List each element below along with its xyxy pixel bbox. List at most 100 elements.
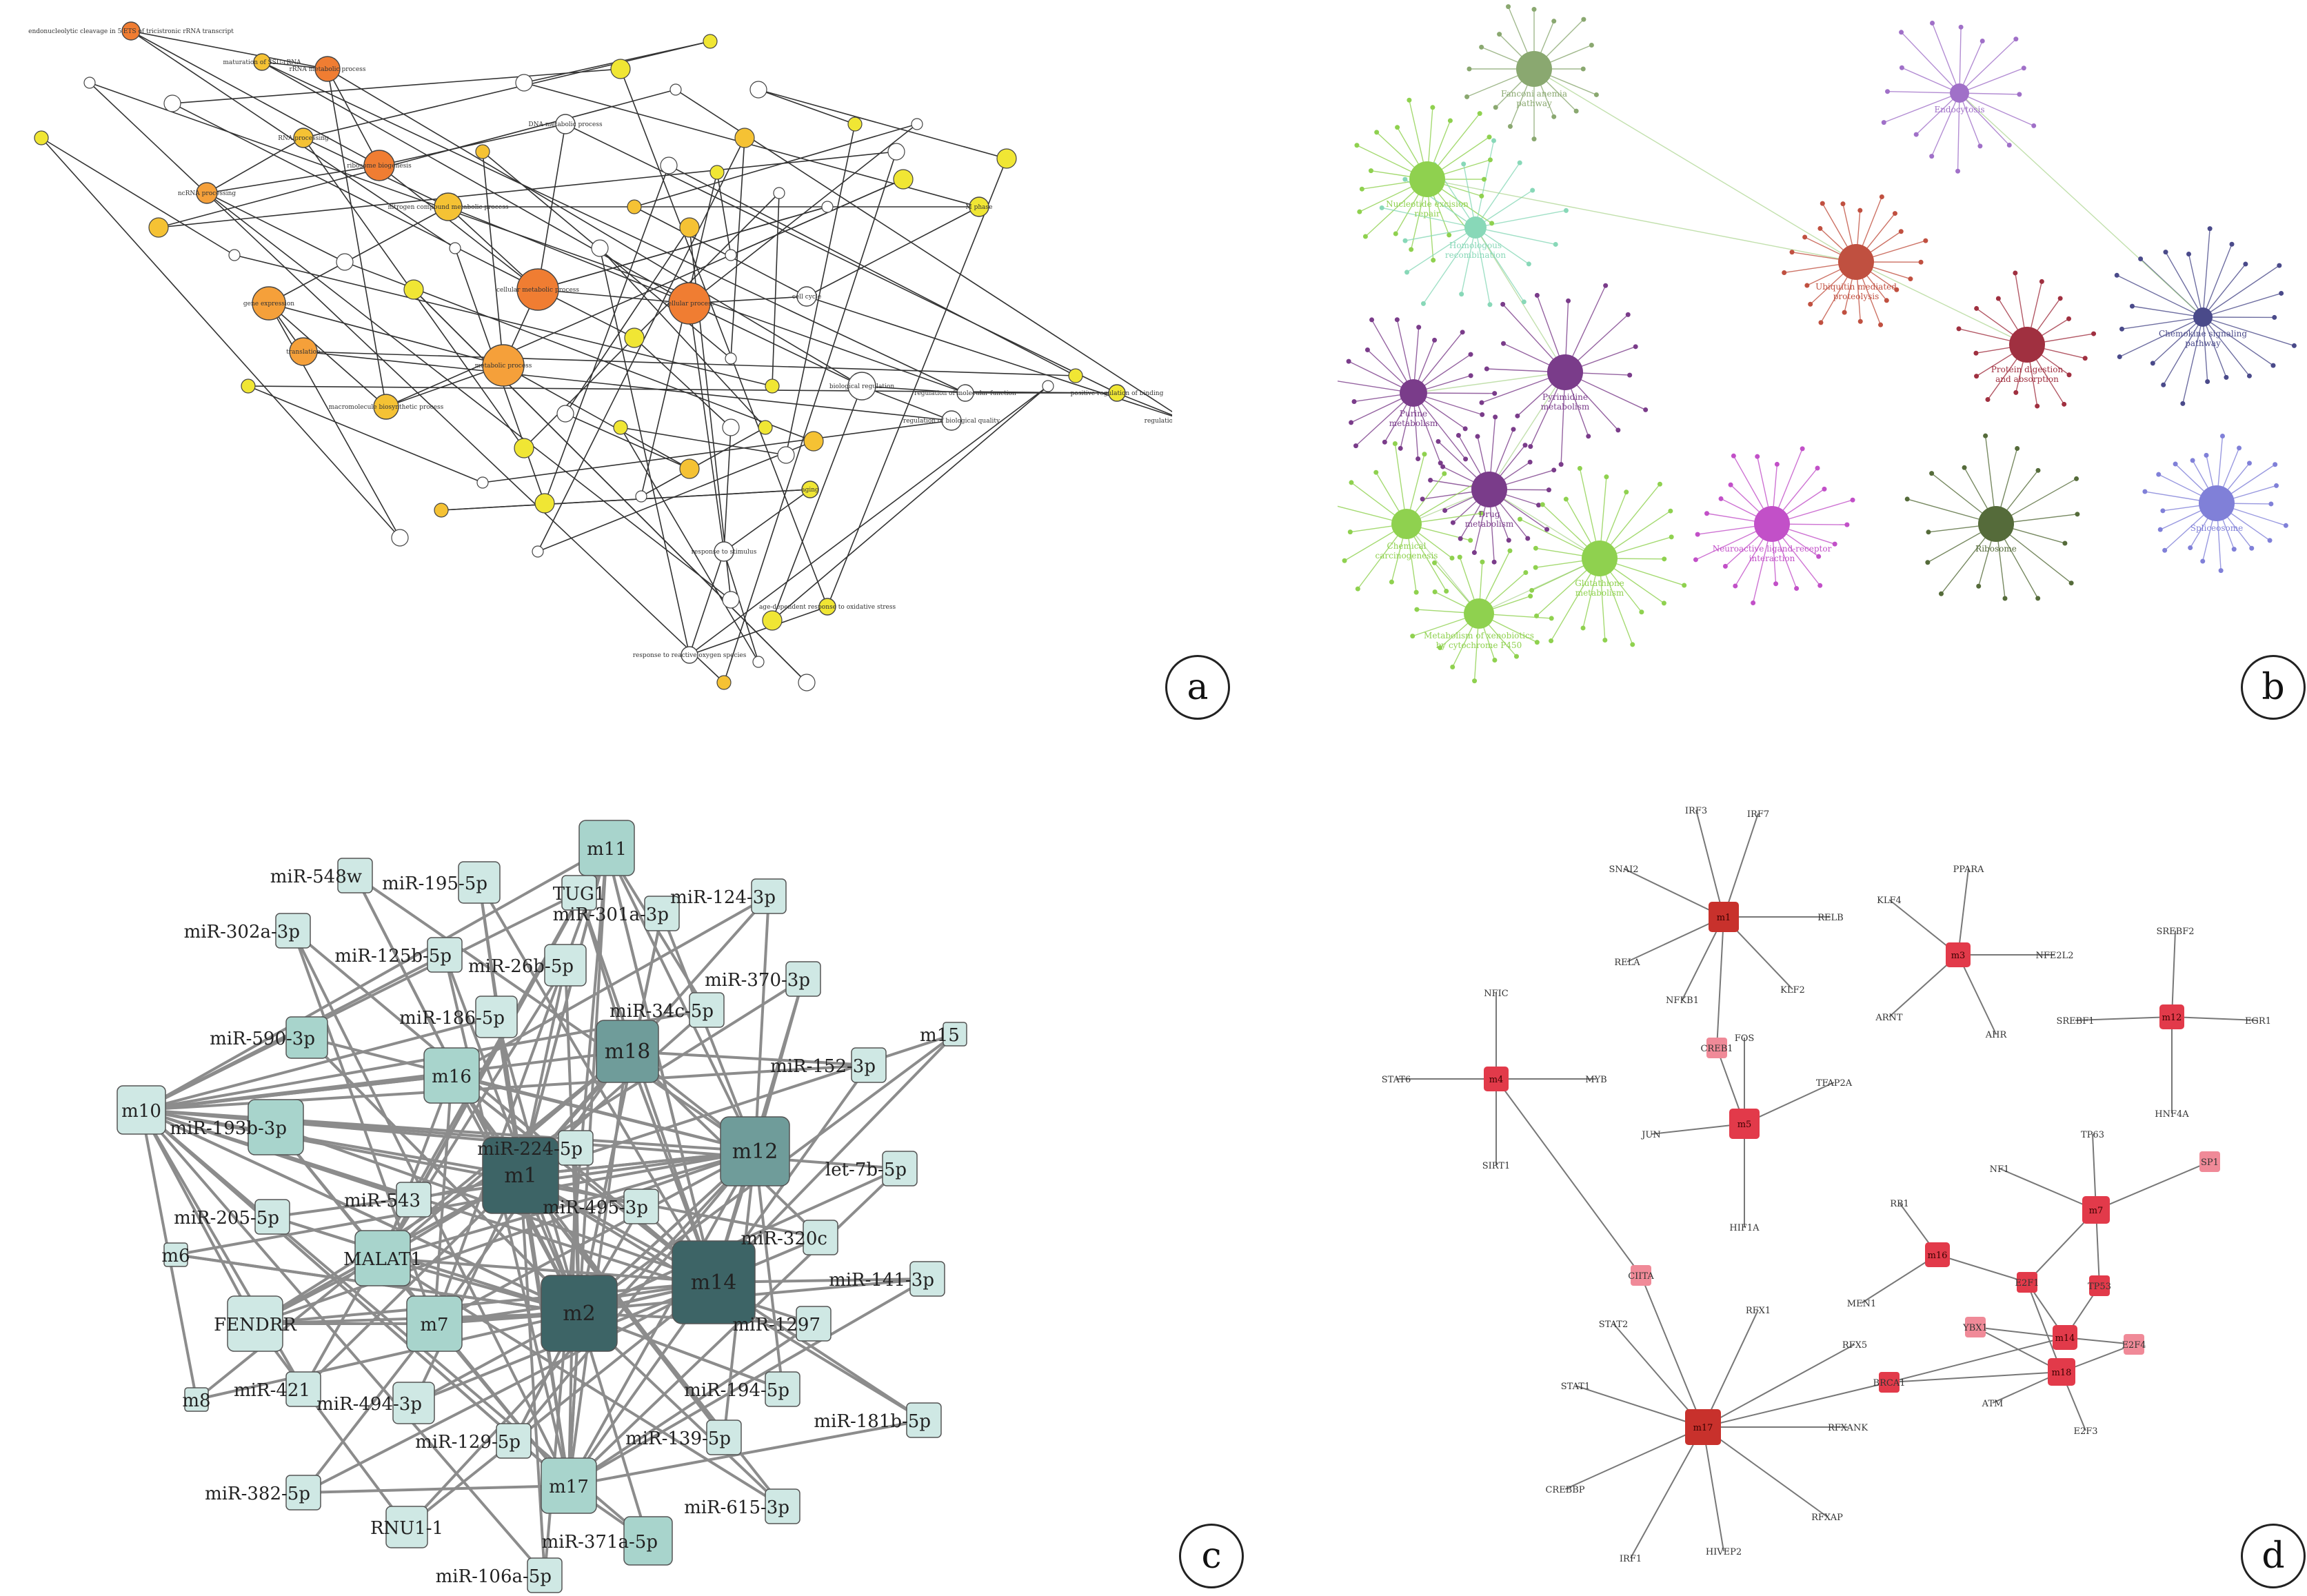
tf-module-node bbox=[2048, 1358, 2075, 1386]
tf-module-label: m4 bbox=[1489, 1075, 1504, 1085]
kegg-gene-node bbox=[1551, 19, 1557, 24]
kegg-gene-node bbox=[1976, 583, 1982, 589]
kegg-gene-node bbox=[1668, 508, 1673, 514]
kegg-gene-node bbox=[1782, 270, 1787, 275]
tf-edge bbox=[1623, 868, 1724, 918]
go-term-node bbox=[475, 144, 490, 159]
mirna-edge bbox=[381, 1075, 453, 1259]
kegg-gene-node bbox=[1364, 347, 1370, 353]
kegg-pathway-label: Endocytosis bbox=[1934, 105, 1984, 114]
go-term-label: macromolecule biosynthetic process bbox=[329, 404, 444, 411]
mirna-node-m12 bbox=[720, 1116, 790, 1186]
kegg-gene-node bbox=[1593, 92, 1599, 97]
kegg-gene-node bbox=[1389, 579, 1394, 585]
kegg-gene-node bbox=[1820, 201, 1825, 206]
kegg-gene-node bbox=[1467, 66, 1472, 72]
tf-gene-label: AHR bbox=[1985, 1030, 2008, 1040]
tf-edge bbox=[1564, 1426, 1704, 1490]
tf-edge bbox=[2171, 930, 2176, 1018]
go-term-node bbox=[391, 529, 409, 547]
go-term-node bbox=[449, 242, 461, 254]
tf-module-node bbox=[2159, 1004, 2184, 1029]
tf-gene-label: E2F1 bbox=[2015, 1278, 2039, 1289]
kegg-gene-node bbox=[1925, 560, 1931, 565]
kegg-gene-node bbox=[1410, 634, 1416, 639]
kegg-gene-node bbox=[1977, 143, 1983, 149]
go-term-node bbox=[1042, 380, 1054, 392]
kegg-gene-node bbox=[2173, 461, 2178, 467]
kegg-gene-node bbox=[1551, 467, 1557, 473]
kegg-gene-node bbox=[1530, 188, 1535, 193]
tf-gene-label: CREBBP bbox=[1545, 1485, 1584, 1495]
go-edge bbox=[689, 303, 725, 552]
mirna-label: m11 bbox=[587, 839, 627, 860]
kegg-gene-node bbox=[2057, 296, 2063, 301]
kegg-gene-node bbox=[1815, 465, 1820, 471]
go-edge bbox=[723, 489, 811, 552]
kegg-gene-node bbox=[1449, 556, 1455, 561]
go-term-node bbox=[482, 344, 525, 387]
go-term-label: positive regulation of binding bbox=[1071, 390, 1164, 397]
kegg-gene-node bbox=[1362, 234, 1368, 239]
mirna-node-m8 bbox=[184, 1387, 209, 1412]
mirna-label: m8 bbox=[182, 1391, 210, 1411]
kegg-gene-node bbox=[2274, 483, 2279, 488]
mirna-node-mir-152-3p bbox=[851, 1047, 887, 1083]
mirna-edge bbox=[433, 1075, 453, 1324]
panel-c-mirna-network: m1m2m14m18m12m16m7m17m10m11m15m6m8MALAT1… bbox=[117, 820, 967, 1593]
mirna-label: miR-495-3p bbox=[543, 1198, 648, 1218]
kegg-edge bbox=[2122, 316, 2204, 330]
kegg-gene-node bbox=[1818, 320, 1824, 325]
tf-edge bbox=[1888, 1371, 2062, 1383]
kegg-edge bbox=[2182, 316, 2204, 404]
kegg-edge bbox=[1489, 489, 1600, 559]
go-edge bbox=[689, 303, 863, 387]
go-term-node bbox=[148, 217, 169, 238]
kegg-edge bbox=[1901, 32, 1960, 94]
tf-gene-node bbox=[2199, 1151, 2220, 1172]
mirna-label: m18 bbox=[605, 1040, 651, 1064]
mirna-edge bbox=[712, 1033, 956, 1284]
kegg-gene-node bbox=[1923, 238, 1928, 243]
tf-gene-label: NFE2L2 bbox=[2035, 951, 2073, 961]
go-term-label: M phase bbox=[966, 204, 993, 211]
kegg-gene-node bbox=[1995, 296, 2001, 301]
mirna-node-let-7b-5p bbox=[882, 1151, 918, 1186]
tf-gene-label: SP1 bbox=[2201, 1158, 2219, 1168]
go-term-node bbox=[847, 372, 876, 401]
kegg-gene-node bbox=[1353, 443, 1359, 449]
go-term-node bbox=[847, 117, 863, 132]
go-term-node bbox=[532, 545, 544, 558]
mirna-edge bbox=[450, 1074, 715, 1284]
kegg-edge bbox=[1407, 227, 1476, 273]
kegg-gene-node bbox=[1374, 130, 1380, 135]
kegg-gene-node bbox=[1878, 322, 1884, 327]
kegg-gene-node bbox=[1695, 532, 1700, 537]
tf-edge bbox=[1702, 1309, 1759, 1428]
go-term-label: maturation of SSU-rRNA bbox=[223, 59, 301, 66]
kegg-gene-node bbox=[1751, 600, 1756, 605]
kegg-gene-node bbox=[1373, 469, 1379, 475]
tf-edge bbox=[1975, 1326, 2062, 1373]
go-edge bbox=[827, 158, 1007, 607]
go-edge bbox=[130, 30, 456, 249]
tf-edge bbox=[2026, 1282, 2062, 1373]
kegg-gene-node bbox=[1755, 454, 1760, 459]
tf-gene-label: STAT2 bbox=[1599, 1320, 1629, 1330]
kegg-gene-node bbox=[1974, 305, 1979, 311]
tf-gene-label: TFAP2A bbox=[1816, 1078, 1853, 1089]
tf-edge bbox=[2171, 1016, 2259, 1021]
kegg-pathway-node bbox=[1838, 244, 1874, 280]
go-edge bbox=[758, 89, 1007, 159]
kegg-gene-node bbox=[1624, 489, 1629, 495]
kegg-gene-node bbox=[1500, 301, 1506, 307]
mirna-label: MALAT1 bbox=[343, 1249, 422, 1270]
kegg-gene-node bbox=[1461, 161, 1467, 167]
kegg-gene-node bbox=[1534, 292, 1540, 298]
tf-gene-label: E2F3 bbox=[2073, 1426, 2097, 1437]
kegg-gene-node bbox=[1450, 520, 1455, 525]
go-edge bbox=[565, 123, 1118, 394]
go-term-node bbox=[679, 217, 700, 238]
